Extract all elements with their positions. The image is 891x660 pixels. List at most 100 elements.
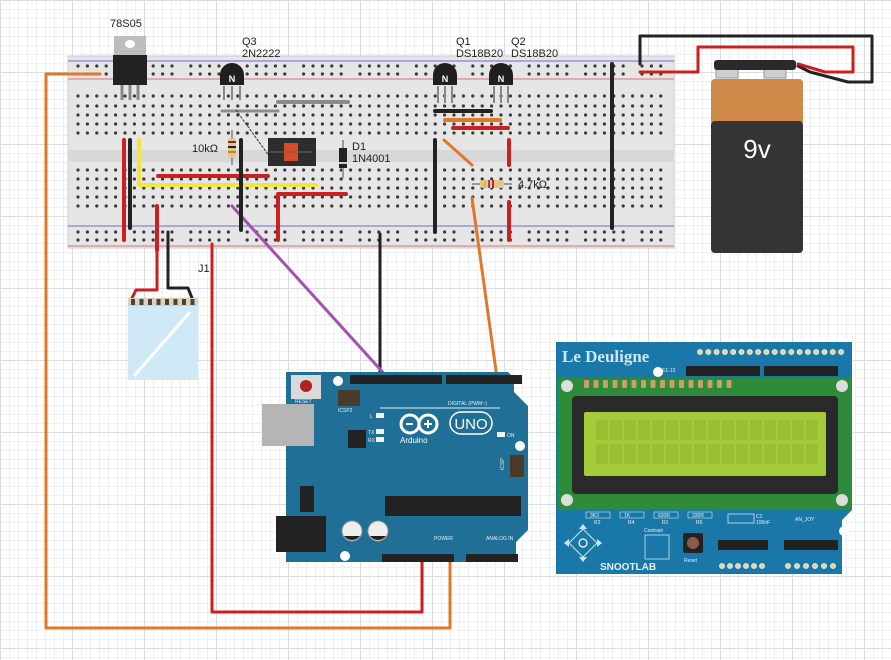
shield-resistor-value: 1K (624, 513, 631, 519)
shield-bottom-header-2[interactable] (784, 540, 838, 550)
digital-header-low[interactable] (446, 375, 522, 384)
breadboard-hole (132, 204, 136, 208)
breadboard-hole (114, 230, 118, 234)
breadboard-hole (302, 122, 306, 126)
breadboard-hole (565, 195, 569, 199)
shield-reset-button[interactable] (687, 537, 699, 549)
breadboard-hole (189, 238, 193, 242)
wire-battery-red[interactable] (638, 45, 855, 74)
resistor-4k7[interactable]: 4.7kΩ (472, 179, 547, 191)
breadboard-hole (161, 94, 165, 98)
battery-9v[interactable]: 9v (711, 60, 803, 253)
arduino-uno[interactable]: RESET ICSP2 DIGITAL (PWM~) L TX RX Ardui… (262, 372, 528, 562)
breadboard-hole (208, 230, 212, 234)
digital-header-high[interactable] (350, 375, 442, 384)
breadboard-hole (198, 186, 202, 190)
breadboard-hole (527, 113, 531, 117)
usb-port[interactable] (262, 404, 314, 446)
breadboard-hole (95, 104, 99, 108)
sensor-q2[interactable]: N Q2 DS18B20 (489, 36, 558, 103)
breadboard-hole (574, 195, 578, 199)
breadboard-hole (245, 113, 249, 117)
breadboard-hole (377, 72, 381, 76)
wire-j1-red[interactable] (130, 248, 159, 300)
breadboard-hole (527, 64, 531, 68)
jumper-yellow[interactable] (137, 138, 318, 187)
breadboard-hole (461, 204, 465, 208)
jumper-orange-2[interactable] (442, 138, 474, 167)
j1-pin (190, 299, 195, 305)
breadboard-hole (283, 177, 287, 181)
breadboard-hole (104, 238, 108, 242)
lcd-char-cell (666, 420, 678, 440)
shield-resistor-ref: R3 (594, 520, 601, 526)
breadboard-hole (226, 122, 230, 126)
shield-resistor (687, 511, 713, 519)
power-jack[interactable] (276, 516, 326, 552)
breadboard-hole (114, 94, 118, 98)
breadboard-hole (161, 64, 165, 68)
breadboard-hole (255, 122, 259, 126)
breadboard-hole (377, 122, 381, 126)
wire-battery-black[interactable] (638, 34, 874, 84)
analog-header[interactable] (466, 554, 518, 562)
wire-j1-black[interactable] (166, 230, 194, 300)
breadboard-hole (546, 131, 550, 135)
breadboard-hole (273, 131, 277, 135)
power-header[interactable] (382, 554, 454, 562)
breadboard-hole (95, 238, 99, 242)
breadboard-hole (245, 177, 249, 181)
wire-purple-d13[interactable] (230, 204, 390, 380)
resistor-10k[interactable]: 10kΩ (192, 130, 236, 165)
breadboard-hole (330, 204, 334, 208)
voltage-regulator[interactable]: 78S05 (110, 18, 147, 100)
joystick[interactable] (564, 524, 602, 562)
breadboard-hole (104, 195, 108, 199)
breadboard-hole (123, 104, 127, 108)
breadboard-hole (537, 94, 541, 98)
contrast-pot[interactable] (644, 534, 670, 560)
breadboard-hole (264, 94, 268, 98)
breadboard-hole (85, 113, 89, 117)
wire-orange-d2[interactable] (470, 196, 499, 380)
shield-pad (763, 349, 770, 355)
shield-header-2[interactable] (764, 366, 838, 376)
breadboard-hole (132, 177, 136, 181)
wire-orange-vin-loop[interactable] (44, 72, 452, 630)
breadboard-hole (631, 122, 635, 126)
breadboard-hole (170, 104, 174, 108)
breadboard-hole (424, 113, 428, 117)
breadboard-hole (621, 64, 625, 68)
sensor-q1[interactable]: N Q1 DS18B20 (433, 36, 503, 103)
lcd-shield[interactable]: Le Deuligne E1-13 3K3R31KR4620RR1330RR6 … (556, 342, 852, 574)
j1-module[interactable]: J1 (128, 263, 210, 380)
shield-resistor-value: 620R (658, 513, 670, 519)
transistor-q3[interactable]: N Q3 2N2222 (220, 36, 281, 100)
breadboard-hole (330, 177, 334, 181)
breadboard-hole (593, 168, 597, 172)
diode-d1[interactable]: D1 1N4001 (339, 140, 391, 178)
breadboard-hole (414, 131, 418, 135)
j1-label: J1 (198, 263, 210, 275)
breadboard-hole (527, 104, 531, 108)
breadboard-hole (349, 113, 353, 117)
breadboard-hole (85, 186, 89, 190)
breadboard-hole (546, 195, 550, 199)
breadboard-hole (170, 122, 174, 126)
lcd-char-cell (750, 444, 762, 464)
breadboard-hole (123, 131, 127, 135)
reset-button[interactable] (300, 380, 312, 392)
j1-pin (131, 299, 135, 305)
breadboard-hole (198, 238, 202, 242)
breadboard-hole (555, 131, 560, 135)
breadboard-hole (132, 230, 136, 234)
shield-header-1[interactable] (686, 366, 760, 376)
screw (836, 494, 848, 506)
breadboard-hole (480, 177, 484, 181)
breadboard-hole (236, 186, 240, 190)
relay[interactable] (268, 138, 316, 166)
mount-hole (333, 376, 343, 386)
q3-ref: Q3 (242, 36, 257, 48)
wire-red-5v[interactable] (210, 242, 424, 614)
shield-bottom-header-1[interactable] (718, 540, 768, 550)
